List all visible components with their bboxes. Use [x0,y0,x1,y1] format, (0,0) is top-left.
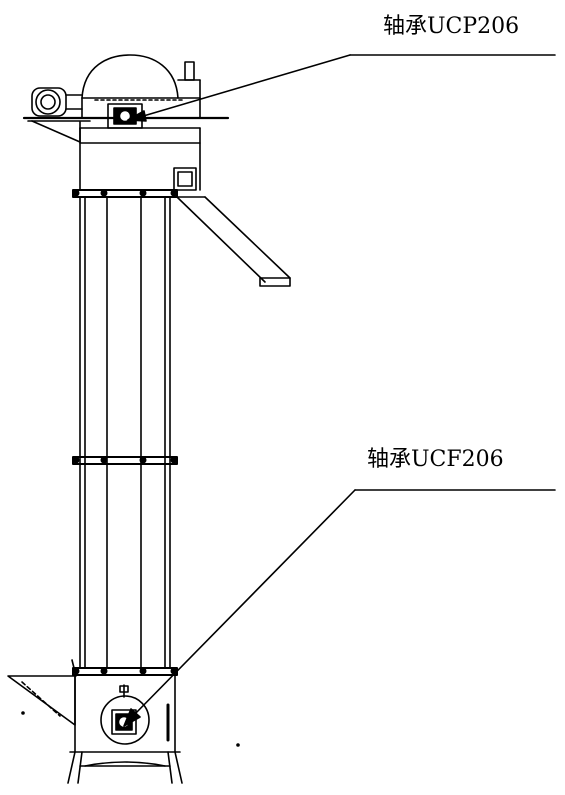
bottom-callout-arrow [123,708,141,727]
head-vent [184,61,195,81]
bottom-bearing-label: 轴承UCF206 [367,447,504,472]
flange-upper [72,189,178,198]
top-callout-arrow [127,110,147,122]
callout-leaders [123,54,556,727]
head-dome [81,54,179,99]
boot-pulley [100,695,150,745]
top-bearing-label: 轴承UCP206 [383,14,519,39]
flange-lower [72,667,178,676]
flange-middle [72,456,178,465]
column-flanges [72,189,178,676]
inlet-hopper [7,675,76,726]
elevator-boot [7,659,240,784]
drive-motor [31,87,67,117]
bottom-callout-leader [132,489,356,717]
inspection-hatch [173,167,197,191]
elevator-column [79,196,171,669]
elevator-head [22,54,230,191]
top-callout-leader [139,54,351,118]
boot-base-arc [84,761,166,767]
bottom-bearing-block [111,709,137,735]
discharge-chute [174,196,291,287]
chute-outlet [259,277,291,287]
